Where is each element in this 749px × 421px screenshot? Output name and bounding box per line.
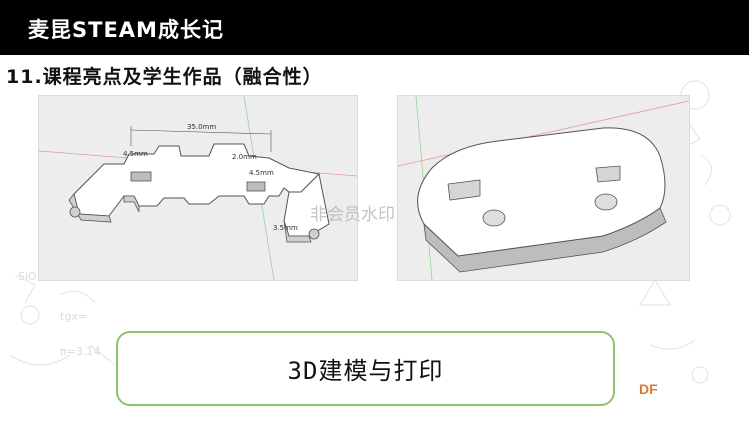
caption-box: 3D建模与打印 bbox=[116, 331, 615, 406]
plate-model-drawing bbox=[398, 96, 689, 280]
dimension-right: 2.0mm bbox=[232, 153, 257, 161]
watermark-text: 非会员水印 bbox=[310, 205, 395, 225]
header-title: 麦昆STEAM成长记 bbox=[28, 18, 224, 42]
svg-text:SiO: SiO bbox=[18, 270, 37, 283]
section-heading: 11.课程亮点及学生作品（融合性） bbox=[6, 66, 323, 88]
right-3d-model-panel bbox=[397, 95, 690, 281]
caption-text: 3D建模与打印 bbox=[287, 357, 444, 385]
dimension-top: 35.0mm bbox=[187, 123, 216, 131]
dimension-left: 4.5mm bbox=[123, 150, 148, 158]
df-logo: DF bbox=[639, 381, 658, 397]
header-bar: 麦昆STEAM成长记 bbox=[0, 0, 749, 55]
dimension-mid: 4.5mm bbox=[249, 169, 274, 177]
left-3d-model-panel: 35.0mm 4.5mm 2.0mm 4.5mm 3.5mm bbox=[38, 95, 358, 281]
svg-text:tgx=: tgx= bbox=[60, 310, 87, 323]
svg-text:π=3.14: π=3.14 bbox=[60, 345, 100, 358]
dimension-bottom: 3.5mm bbox=[273, 224, 298, 232]
bracket-model-drawing: 35.0mm 4.5mm 2.0mm 4.5mm 3.5mm bbox=[39, 96, 357, 280]
